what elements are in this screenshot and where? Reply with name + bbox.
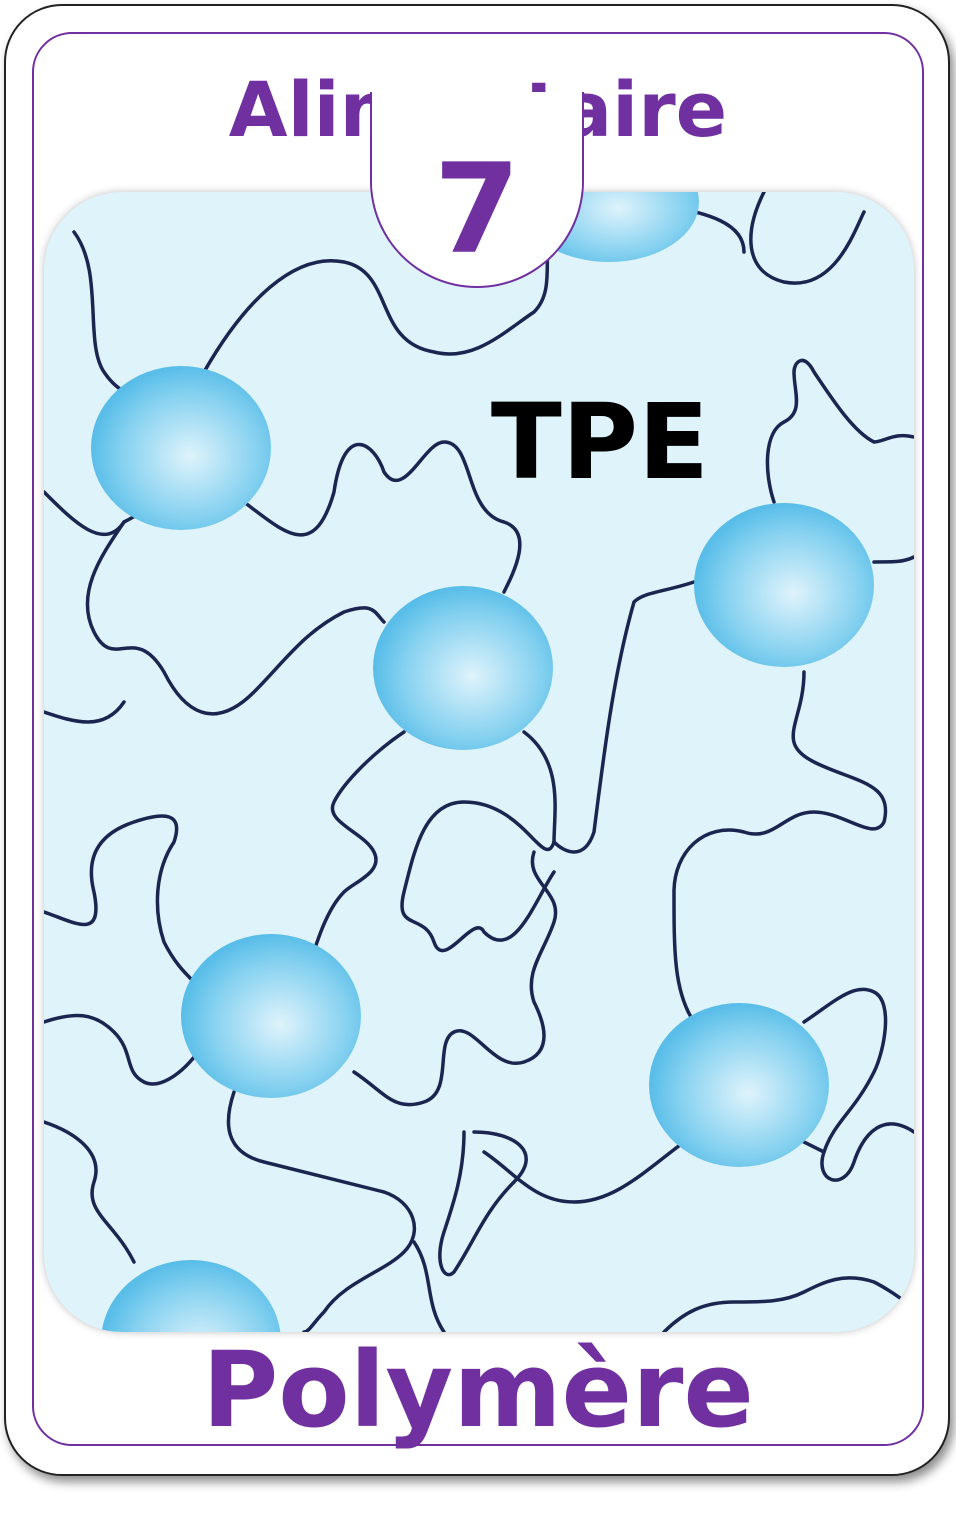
chain-9 <box>302 730 406 984</box>
number-badge <box>370 92 584 288</box>
chain-22 <box>802 987 914 1182</box>
chain-7 <box>85 520 386 716</box>
chain-6 <box>242 440 522 594</box>
chain-14 <box>672 670 888 1024</box>
chain-15 <box>44 814 196 984</box>
chain-18 <box>44 1013 206 1086</box>
chain-11 <box>552 580 696 854</box>
chain-10 <box>400 730 557 953</box>
bead <box>694 503 874 667</box>
chain-16 <box>352 850 558 1107</box>
bead <box>649 1003 829 1167</box>
chain-24 <box>662 1276 914 1332</box>
chain-20 <box>438 1130 528 1277</box>
chain-12 <box>765 358 914 504</box>
chain-21 <box>482 1140 686 1204</box>
card-title: Polymère <box>202 1329 754 1451</box>
chain-13 <box>872 555 914 564</box>
chain-19 <box>44 1120 136 1264</box>
chain-17 <box>226 1090 416 1332</box>
chain-2 <box>202 230 551 374</box>
card-inner-border <box>32 32 924 1446</box>
chain-25 <box>412 1240 446 1332</box>
bead <box>101 1260 281 1332</box>
chain-4 <box>749 192 866 285</box>
bead <box>91 366 271 530</box>
bead <box>181 934 361 1098</box>
crosslink-beads <box>91 192 874 1332</box>
polymer-acronym: TPE <box>490 381 710 503</box>
bead <box>373 586 553 750</box>
card-number: 7 <box>433 138 521 282</box>
polymer-illustration <box>44 192 914 1332</box>
chain-8 <box>44 700 126 724</box>
